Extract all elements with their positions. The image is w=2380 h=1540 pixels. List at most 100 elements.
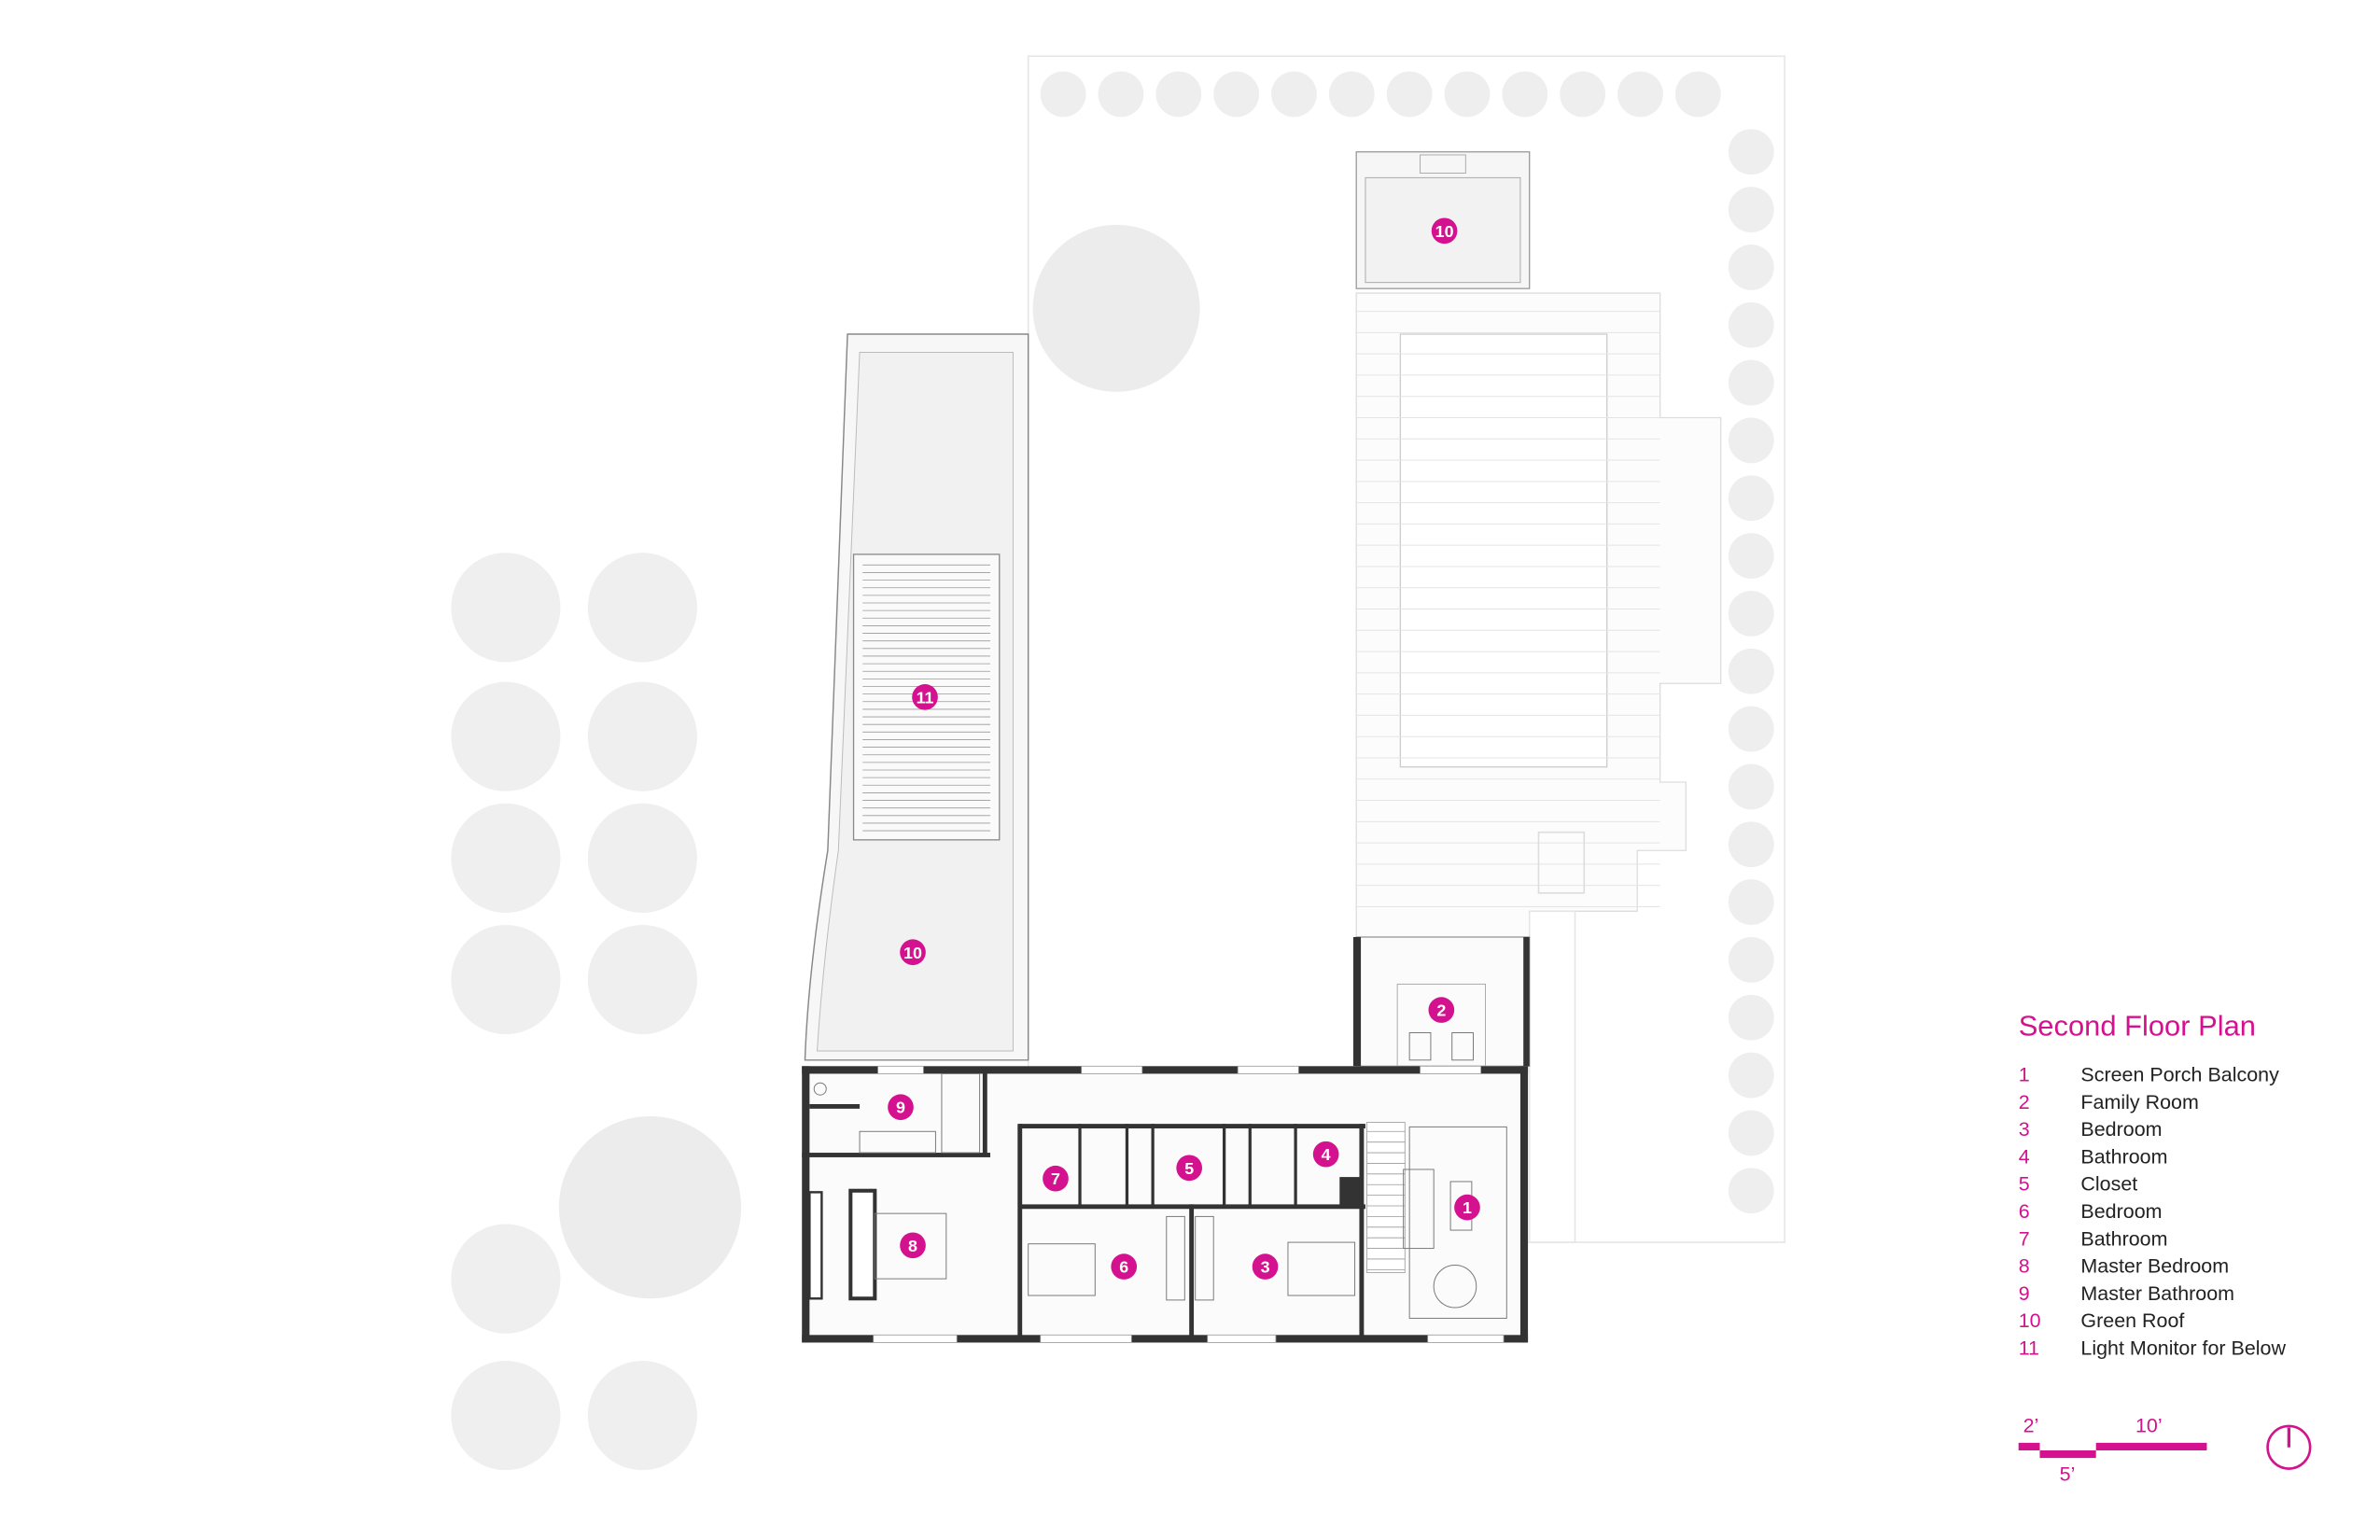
scale-label-5ft: 5’ <box>2060 1463 2076 1486</box>
legend-label: Bedroom <box>2080 1200 2162 1223</box>
scale-segment <box>2039 1449 2096 1459</box>
legend-item: 10 Green Roof <box>2019 1309 2185 1332</box>
room-marker: 3 <box>1252 1253 1279 1280</box>
marker-number: 3 <box>1261 1258 1270 1277</box>
legend-label: Bathroom <box>2080 1227 2167 1250</box>
legend-item: 8 Master Bedroom <box>2019 1255 2229 1278</box>
room-marker: 5 <box>1176 1155 1203 1182</box>
marker-number: 9 <box>896 1099 905 1117</box>
landscape-trees <box>451 71 1774 1471</box>
marker-number: 6 <box>1119 1258 1128 1277</box>
legend-item: 3 Bedroom <box>2019 1118 2163 1141</box>
tree-icon <box>451 681 561 791</box>
marker-badge <box>1454 1194 1480 1221</box>
room-marker: 4 <box>1312 1141 1339 1168</box>
tree-icon <box>1728 821 1774 868</box>
tree-icon <box>1560 71 1606 118</box>
plan-title: Second Floor Plan <box>2019 1010 2256 1043</box>
tree-icon <box>1728 129 1774 175</box>
scale-segment <box>2018 1442 2040 1450</box>
marker-badge <box>1428 997 1455 1023</box>
legend-number: 3 <box>2019 1118 2030 1141</box>
tree-icon <box>1728 301 1774 348</box>
tree-icon <box>1040 71 1086 118</box>
room-marker: 10 <box>1431 217 1458 245</box>
legend-label: Bedroom <box>2080 1118 2162 1141</box>
marker-number: 10 <box>903 944 922 962</box>
main-house <box>802 1065 1529 1343</box>
marker-number: 1 <box>1463 1198 1472 1217</box>
tree-icon <box>1728 359 1774 406</box>
legend-label: Light Monitor for Below <box>2080 1337 2286 1359</box>
room-marker: 2 <box>1428 997 1455 1023</box>
tree-icon <box>1444 71 1491 118</box>
legend-label: Green Roof <box>2080 1309 2184 1332</box>
legend-number: 10 <box>2019 1309 2041 1332</box>
tree-icon <box>1728 244 1774 290</box>
tree-icon <box>451 803 561 913</box>
marker-badge <box>912 684 938 710</box>
tree-icon <box>451 924 561 1035</box>
room-marker: 11 <box>912 684 938 710</box>
marker-number: 4 <box>1322 1145 1331 1164</box>
room-marker: 9 <box>888 1094 914 1121</box>
tree-icon <box>1032 224 1200 392</box>
legend-number: 1 <box>2019 1064 2030 1086</box>
legend-number: 8 <box>2019 1255 2030 1278</box>
room-marker: 8 <box>900 1232 926 1259</box>
tree-icon <box>1728 994 1774 1041</box>
tree-icon <box>1155 71 1202 118</box>
tree-icon <box>1728 1168 1774 1214</box>
marker-badge <box>900 1232 926 1259</box>
tree-icon <box>587 924 697 1035</box>
legend-number: 4 <box>2019 1145 2030 1168</box>
marker-badge <box>1252 1253 1279 1280</box>
scale-label-2ft: 2’ <box>2023 1414 2039 1436</box>
tree-icon <box>1728 936 1774 983</box>
legend-number: 5 <box>2019 1173 2030 1196</box>
pool-terrace <box>1355 292 1722 1243</box>
tree-icon <box>1328 71 1375 118</box>
legend-number: 11 <box>2019 1337 2039 1359</box>
room-marker: 7 <box>1043 1165 1069 1192</box>
legend-label: Bathroom <box>2080 1145 2167 1168</box>
tree-icon <box>1098 71 1144 118</box>
marker-badge <box>900 939 926 966</box>
tree-icon <box>1728 590 1774 637</box>
tree-icon <box>1213 71 1260 118</box>
marker-number: 5 <box>1184 1159 1194 1178</box>
marker-number: 11 <box>917 688 934 707</box>
pool <box>1399 333 1608 768</box>
legend-label: Family Room <box>2080 1091 2198 1113</box>
tree-icon <box>1728 187 1774 232</box>
legend-item: 11 Light Monitor for Below <box>2019 1337 2287 1359</box>
tree-icon <box>1728 879 1774 925</box>
legend-item: 1 Screen Porch Balcony <box>2019 1064 2279 1086</box>
legend: Second Floor Plan 1 Screen Porch Balcony 2… <box>2019 1010 2287 1360</box>
room-marker: 6 <box>1111 1253 1138 1280</box>
tree-icon <box>1386 71 1433 118</box>
marker-badge <box>1431 217 1458 245</box>
tree-icon <box>587 1360 697 1471</box>
marker-badge <box>888 1094 914 1121</box>
legend-number: 2 <box>2019 1091 2030 1113</box>
legend-item: 7 Bathroom <box>2019 1227 2168 1250</box>
legend-label: Screen Porch Balcony <box>2080 1064 2279 1086</box>
tree-icon <box>1728 1052 1774 1099</box>
tree-icon <box>587 553 697 663</box>
marker-number: 10 <box>1435 222 1454 241</box>
tree-icon <box>1617 71 1663 118</box>
legend-label: Master Bedroom <box>2080 1255 2229 1278</box>
legend-label: Master Bathroom <box>2080 1282 2234 1305</box>
legend-item: 2 Family Room <box>2019 1091 2199 1113</box>
tree-icon <box>1728 1110 1774 1156</box>
tree-icon <box>451 553 561 663</box>
room-marker: 1 <box>1454 1194 1480 1221</box>
legend-number: 7 <box>2019 1227 2030 1250</box>
tree-icon <box>451 1224 561 1334</box>
marker-badge <box>1176 1155 1203 1182</box>
